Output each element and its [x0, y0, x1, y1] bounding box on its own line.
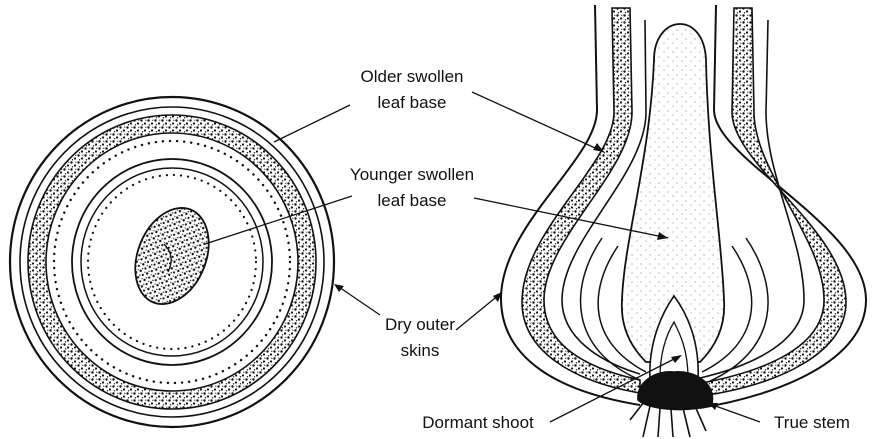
- label-dormant-shoot: Dormant shoot: [422, 413, 534, 432]
- label-younger-swollen-line2: leaf base: [378, 191, 447, 210]
- label-older-swollen-line2: leaf base: [378, 93, 447, 112]
- leader-dry-right: [456, 294, 500, 330]
- label-older-swollen-line1: Older swollen: [361, 67, 464, 86]
- leader-true-stem: [710, 404, 760, 422]
- longitudinal-section: [501, 5, 866, 437]
- outer-skin-right: [700, 5, 866, 408]
- leader-dry-left: [336, 285, 380, 315]
- label-dry-outer-skins-line1: Dry outer: [385, 315, 455, 334]
- older-leaf-base-left: [522, 8, 640, 393]
- leader-older-left: [274, 105, 350, 142]
- older-leaf-base-right: [702, 8, 846, 396]
- transverse-section: [10, 97, 334, 427]
- label-younger-swollen-line1: Younger swollen: [350, 165, 474, 184]
- label-dry-outer-skins-line2: skins: [401, 341, 440, 360]
- leader-older-right: [472, 92, 604, 152]
- label-true-stem: True stem: [774, 413, 850, 432]
